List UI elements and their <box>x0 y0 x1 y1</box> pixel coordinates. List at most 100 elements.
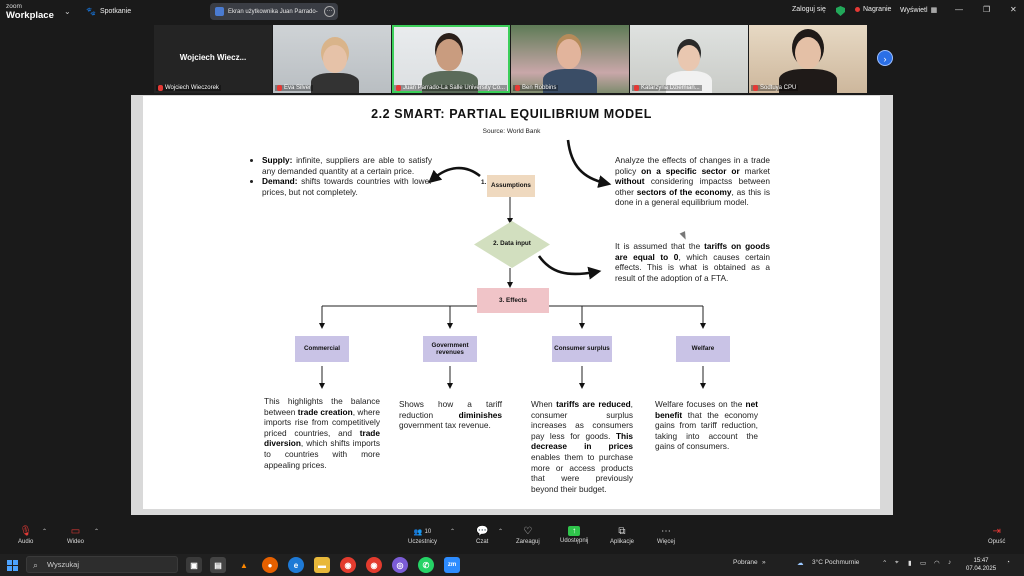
record-dot-icon <box>855 7 860 12</box>
chevron-down-icon[interactable]: ⌄ <box>64 7 71 16</box>
strip-next-button[interactable]: › <box>877 50 893 66</box>
clock-time: 15:47 <box>973 558 989 564</box>
participant-tile[interactable]: Wojciech Wiecz... Wojciech Wieczorek <box>154 25 272 93</box>
windows-taskbar: ⌕ Wyszukaj ▣ ▤ ▲ ● e ▬ ◉ ◉ ◎ ✆ zm Pobran… <box>0 554 1024 576</box>
more-options-icon[interactable]: ··· <box>324 6 335 17</box>
task-view-icon[interactable]: ▣ <box>186 557 202 573</box>
react-label: Zareaguj <box>516 539 540 545</box>
desc-consumer: When tariffs are reduced, consumer surpl… <box>531 399 633 494</box>
microphone-icon: ▮ <box>908 560 912 567</box>
assumption-bullets: Supply: infinite, suppliers are able to … <box>252 155 432 197</box>
chevron-right-icon[interactable]: » <box>762 559 766 566</box>
data-input-diamond <box>474 221 550 268</box>
apps-button[interactable]: ⧉ Aplikacje <box>610 526 634 545</box>
react-button[interactable]: ♡ Zareaguj <box>516 526 540 545</box>
effects-box: 3. Effects <box>477 288 549 313</box>
downloads-label[interactable]: Pobrane <box>733 559 758 566</box>
participant-name: Juan Parrado-La Salle University Co... <box>403 85 506 91</box>
chat-button[interactable]: 💬 Czat <box>476 526 488 545</box>
chevron-right-icon: › <box>883 54 887 64</box>
participant-tile[interactable]: Eva Silver <box>273 25 391 93</box>
participant-tile[interactable]: Ben Robbins <box>511 25 629 93</box>
widget-app-icon[interactable]: ▤ <box>210 557 226 573</box>
participant-video <box>795 37 821 69</box>
participant-tile[interactable]: Katarzyna Dziemian... <box>630 25 748 93</box>
volume-icon: ♪ <box>948 559 952 566</box>
top-bar: zoom Workplace ⌄ 🐾 Spotkanie Ekran użytk… <box>0 0 1024 24</box>
view-label: Wyświetl <box>900 6 928 14</box>
mic-off-icon <box>753 85 758 91</box>
meeting-toolbar: 🎙 Audio ⌃ ▭ Wideo ⌃ 👥10 Uczestnicy ⌃ 💬 C… <box>0 522 1024 554</box>
right-paragraph-2: It is assumed that the tariffs on goods … <box>615 241 770 283</box>
participants-button[interactable]: 👥10 Uczestnicy <box>408 526 437 546</box>
share-app-icon <box>215 7 224 16</box>
recording-indicator[interactable]: Nagranie <box>855 6 891 13</box>
more-button[interactable]: ⋯ Więcej <box>657 526 675 545</box>
edge-icon[interactable]: e <box>288 557 304 573</box>
notifications-icon[interactable]: ◔ <box>1006 559 1010 566</box>
bullet-supply: Supply: infinite, suppliers are able to … <box>262 155 432 176</box>
participant-video <box>678 45 700 71</box>
assumptions-box: Assumptions <box>487 175 535 197</box>
grid-icon: ▦ <box>930 7 938 14</box>
effect-government-box: Government revenues <box>423 336 477 362</box>
brand-line1: zoom <box>6 3 22 10</box>
minimize-icon[interactable]: — <box>955 5 963 14</box>
brand-line2: Workplace <box>6 10 54 21</box>
zoom-taskbar-icon[interactable]: zm <box>444 557 460 573</box>
taskbar-clock[interactable]: 15:47 07.04.2025 <box>966 557 996 573</box>
search-icon: ⌕ <box>33 560 39 570</box>
signin-link[interactable]: Zaloguj się <box>792 6 826 13</box>
mic-off-icon <box>277 85 282 91</box>
share-button[interactable]: ↑ Udostępnij <box>560 526 588 544</box>
participant-video <box>557 39 581 69</box>
folder-icon[interactable]: ▬ <box>314 557 330 573</box>
audio-options-chevron[interactable]: ⌃ <box>42 529 48 535</box>
bullet-demand: Demand: shifts towards countries with lo… <box>262 176 432 197</box>
video-options-chevron[interactable]: ⌃ <box>94 529 100 535</box>
windows-start-icon[interactable] <box>7 560 18 571</box>
mic-off-icon <box>515 85 520 91</box>
screen-share-pill[interactable]: Ekran użytkownika Juan Parrado- ··· <box>210 3 338 20</box>
leave-button[interactable]: ⇥ Opuść <box>988 526 1005 545</box>
battery-icon: ▭ <box>920 560 927 567</box>
meeting-menu[interactable]: 🐾 Spotkanie <box>86 7 131 16</box>
effect-welfare-box: Welfare <box>676 336 730 362</box>
more-icon: ⋯ <box>661 526 671 537</box>
participants-options-chevron[interactable]: ⌃ <box>450 529 456 535</box>
share-label: Udostępnij <box>560 538 589 544</box>
vlc-icon[interactable]: ▲ <box>240 560 248 570</box>
heart-icon: ♡ <box>523 526 533 537</box>
close-icon[interactable]: ✕ <box>1010 5 1017 14</box>
chat-label: Czat <box>476 539 489 545</box>
audio-button[interactable]: 🎙 Audio <box>18 526 33 545</box>
chrome-profile-icon[interactable]: ◉ <box>366 557 382 573</box>
share-title: Ekran użytkownika Juan Parrado- <box>228 8 318 15</box>
chat-options-chevron[interactable]: ⌃ <box>498 529 504 535</box>
taskbar-search[interactable]: ⌕ Wyszukaj <box>26 556 178 573</box>
desc-commercial: This highlights the balance between trad… <box>264 396 380 470</box>
chrome-icon[interactable]: ◉ <box>340 557 356 573</box>
firefox-icon[interactable]: ● <box>262 557 278 573</box>
participant-tile[interactable]: Sodtuya CPU <box>749 25 867 93</box>
effect-commercial-box: Commercial <box>295 336 349 362</box>
view-menu[interactable]: Wyświetl ▦ <box>900 6 938 15</box>
recording-label: Nagranie <box>863 6 892 13</box>
participant-name: Sodtuya CPU <box>760 85 797 91</box>
search-placeholder: Wyszukaj <box>47 560 80 569</box>
tray-chevron-up-icon[interactable]: ⌃ <box>882 560 888 567</box>
whatsapp-icon[interactable]: ✆ <box>418 557 434 573</box>
apps-icon: ⧉ <box>618 526 626 537</box>
participants-count: 10 <box>424 528 432 535</box>
app-icon[interactable]: ◎ <box>392 557 408 573</box>
security-indicator[interactable] <box>836 6 845 16</box>
weather-label[interactable]: 3°C Pochmurnie <box>812 559 860 566</box>
participant-tile-active[interactable]: Juan Parrado-La Salle University Co... <box>392 25 510 93</box>
mic-muted-icon: 🎙 <box>19 526 33 537</box>
video-button[interactable]: ▭ Wideo <box>67 526 84 545</box>
data-input-label: 2. Data input <box>493 240 531 248</box>
restore-icon[interactable]: ❐ <box>983 5 991 14</box>
participant-strip: Wojciech Wiecz... Wojciech Wieczorek Eva… <box>154 25 867 93</box>
slide-title: 2.2 SMART: PARTIAL EQUILIBRIUM MODEL <box>371 107 652 121</box>
